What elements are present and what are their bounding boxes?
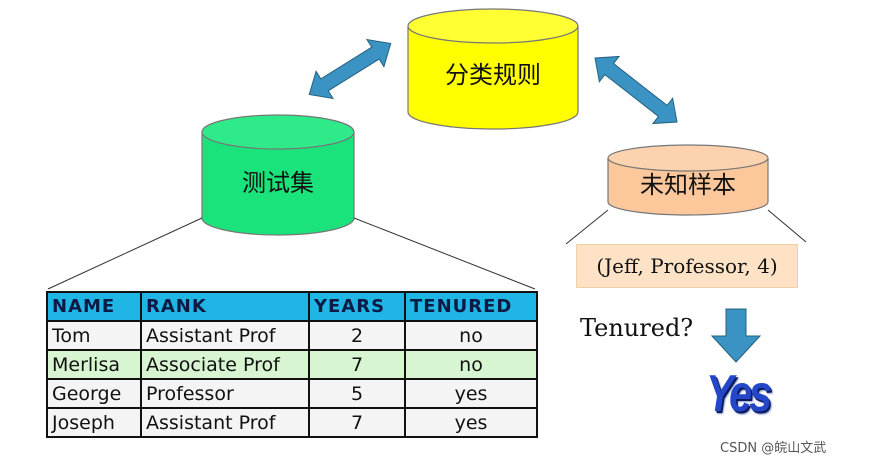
table-row: Joseph Assistant Prof 7 yes	[46, 407, 538, 438]
cell-years: 7	[308, 349, 406, 380]
cell-name: Merlisa	[46, 349, 142, 380]
table-row: Tom Assistant Prof 2 no	[46, 320, 538, 351]
cell-rank: Assistant Prof	[140, 407, 310, 438]
column-header-years: YEARS	[308, 291, 406, 322]
watermark: CSDN @皖山文武	[720, 441, 827, 456]
perspective-line-right	[767, 209, 807, 243]
column-header-name: NAME	[46, 291, 142, 322]
cell-name: Joseph	[46, 407, 142, 438]
cell-rank: Professor	[140, 378, 310, 409]
rules-label: 分类规则	[445, 61, 541, 89]
down-arrow-icon	[710, 308, 762, 363]
column-header-tenured: TENURED	[404, 291, 538, 322]
cell-rank: Associate Prof	[140, 349, 310, 380]
perspective-line-left	[47, 217, 203, 290]
tenured-question: Tenured?	[580, 314, 694, 342]
cell-years: 7	[308, 407, 406, 438]
table-row: Merlisa Associate Prof 7 no	[46, 349, 538, 380]
cell-tenured: no	[404, 349, 538, 380]
training-data-table: NAME RANK YEARS TENURED Tom Assistant Pr…	[46, 291, 538, 438]
answer-yes: Yes	[706, 365, 772, 423]
cell-name: George	[46, 378, 142, 409]
cell-years: 2	[308, 320, 406, 351]
cell-name: Tom	[46, 320, 142, 351]
cell-rank: Assistant Prof	[140, 320, 310, 351]
perspective-line-left	[565, 209, 609, 245]
cell-tenured: yes	[404, 378, 538, 409]
rules-cylinder: 分类规则	[407, 8, 579, 130]
test-set-cylinder: 测试集	[201, 114, 355, 236]
cell-years: 5	[308, 378, 406, 409]
cell-tenured: yes	[404, 407, 538, 438]
double-headed-arrow-icon	[308, 38, 392, 100]
table-row: George Professor 5 yes	[46, 378, 538, 409]
unknown-sample-label: 未知样本	[640, 171, 736, 199]
unknown-sample-box: (Jeff, Professor, 4)	[576, 244, 798, 288]
cell-tenured: no	[404, 320, 538, 351]
column-header-rank: RANK	[140, 291, 310, 322]
table-header-row: NAME RANK YEARS TENURED	[46, 291, 538, 322]
perspective-line-right	[353, 217, 536, 290]
double-headed-arrow-icon	[594, 55, 678, 125]
unknown-sample-cylinder: 未知样本	[607, 144, 769, 216]
test-set-label: 测试集	[242, 169, 314, 197]
